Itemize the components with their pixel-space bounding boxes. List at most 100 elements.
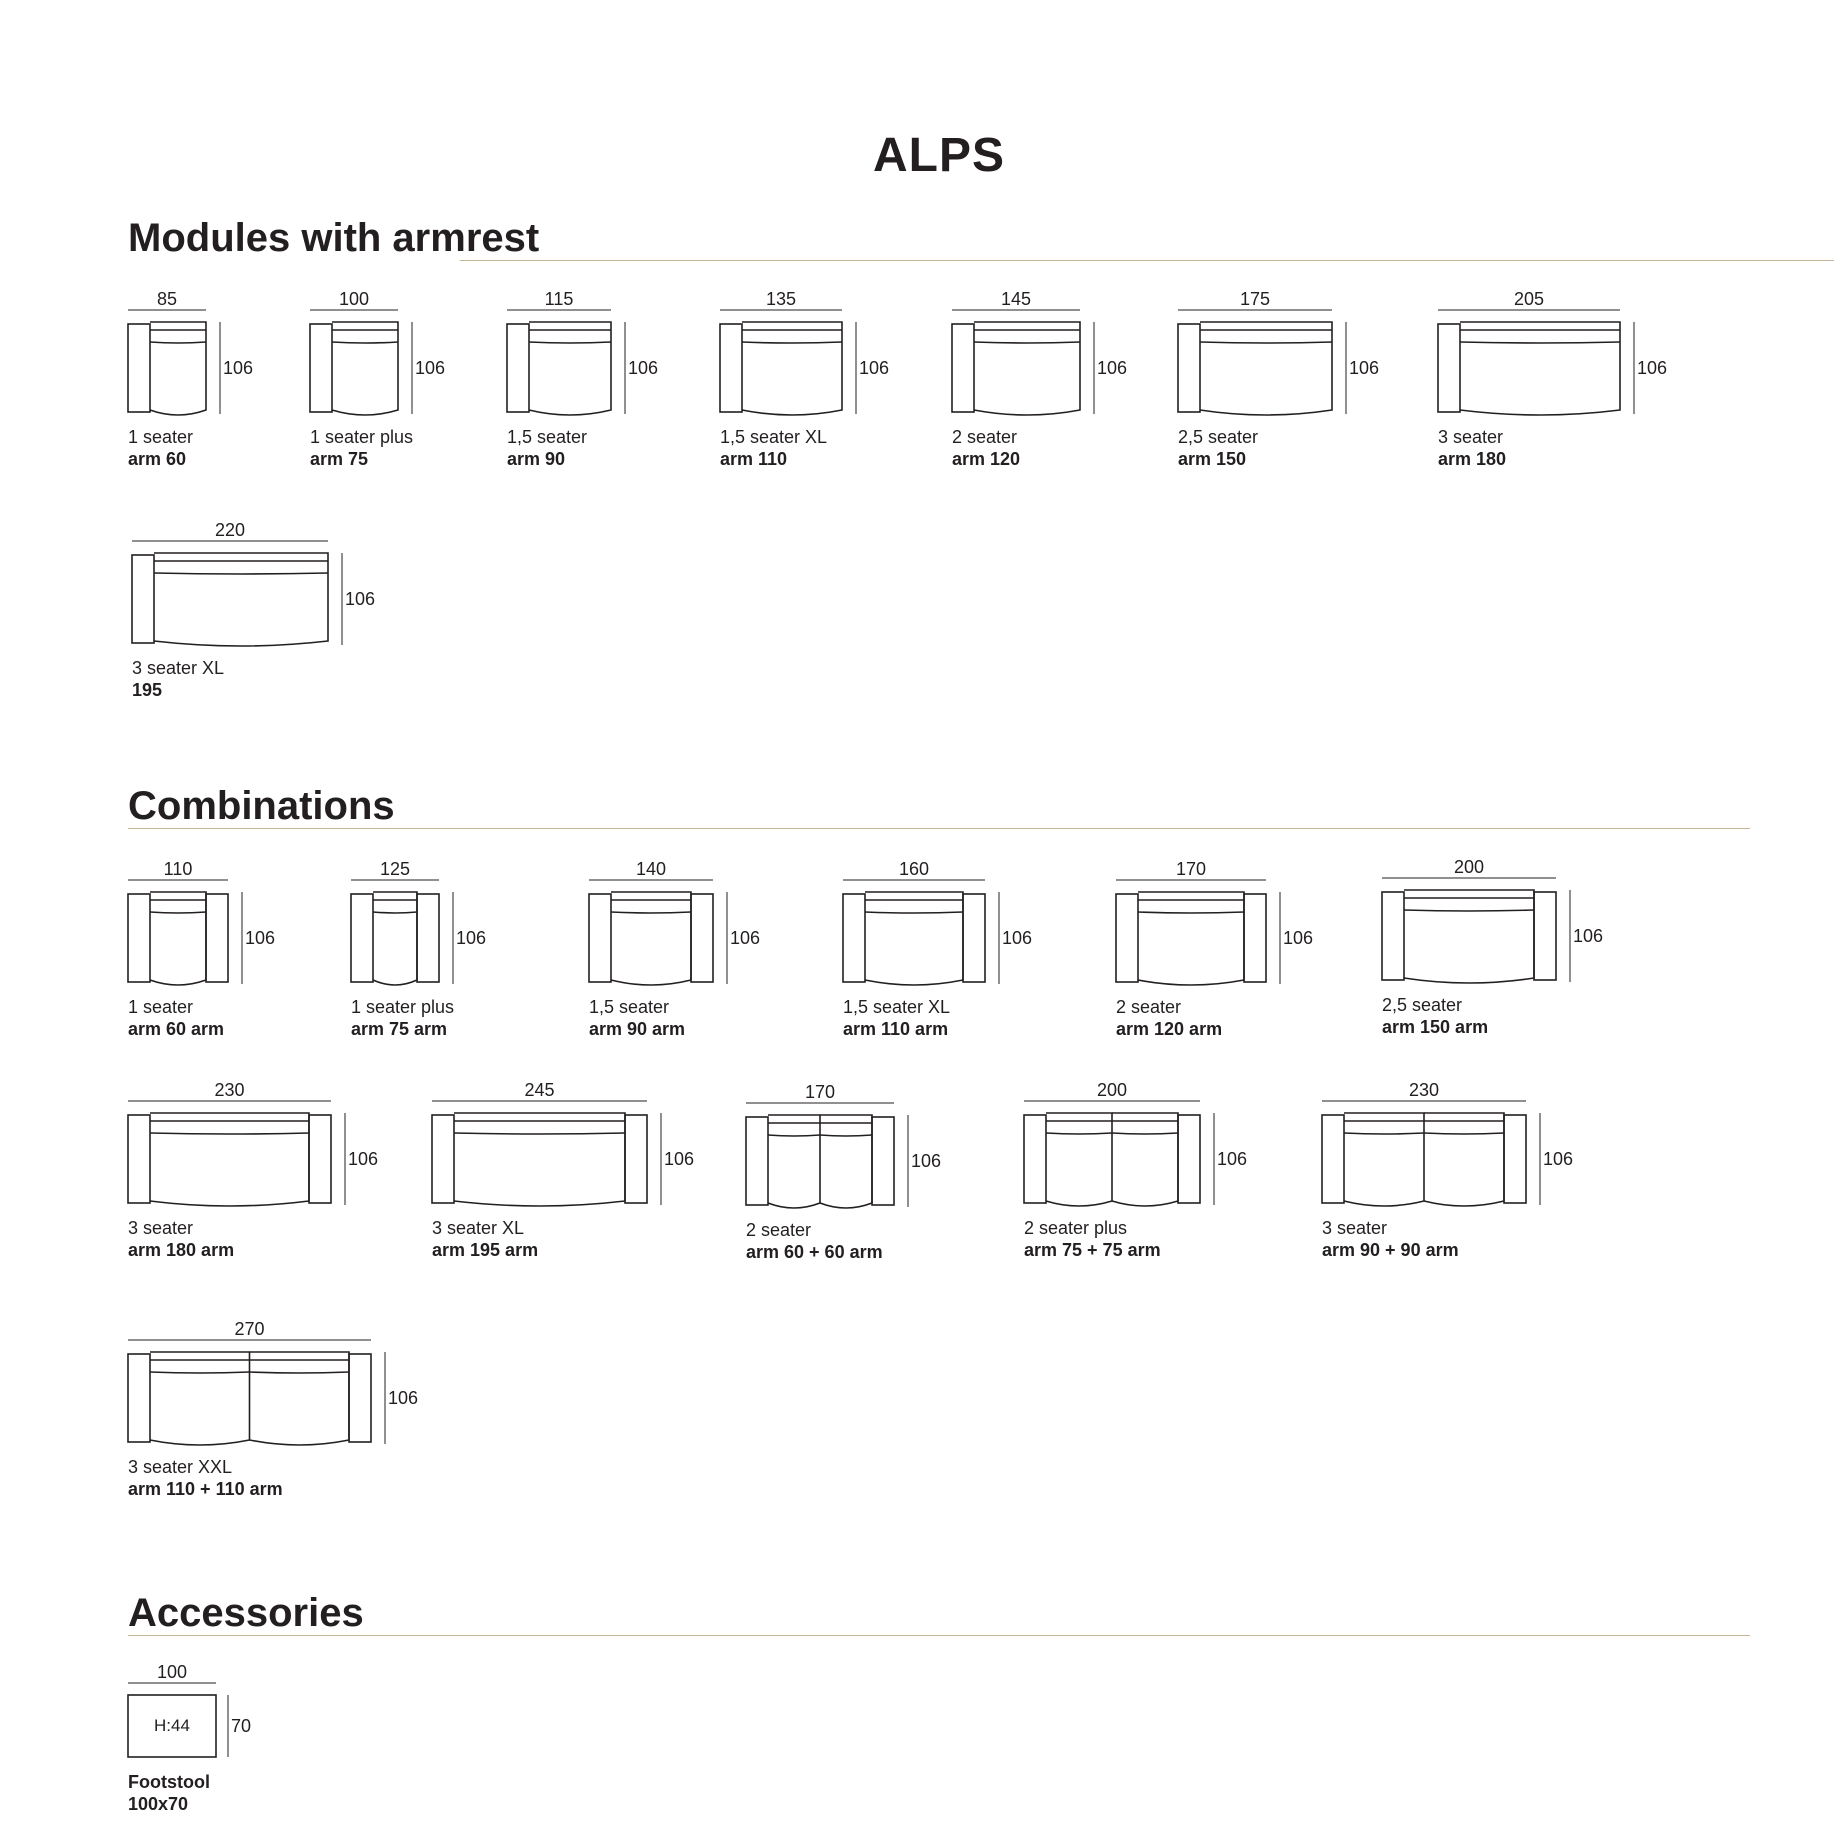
backrest-shape	[149, 329, 207, 344]
left-arm-shape	[719, 323, 743, 413]
width-label: 135	[765, 289, 797, 309]
backrest-shape	[1111, 1120, 1179, 1135]
sofa-outline	[127, 1100, 346, 1207]
sofa-outline	[127, 1339, 386, 1446]
sofa-outline	[1023, 1100, 1215, 1207]
seat-shape	[1111, 1112, 1179, 1207]
module-spec: arm 120 arm	[1116, 1019, 1223, 1039]
width-label: 100	[156, 1662, 188, 1682]
module-name: 2 seater	[1116, 997, 1182, 1017]
width-label: 170	[804, 1082, 836, 1102]
depth-label: 106	[1349, 358, 1380, 378]
backrest-shape	[819, 1122, 873, 1137]
footstool-name: Footstool	[128, 1772, 210, 1792]
backrest-shape	[610, 899, 692, 914]
backrest-shape	[528, 329, 612, 344]
left-arm-shape	[842, 893, 866, 983]
left-arm-shape	[1115, 893, 1139, 983]
module-name: 1 seater	[128, 427, 194, 447]
depth-label: 106	[223, 358, 254, 378]
sofa-outline	[1115, 879, 1281, 986]
module-spec: arm 75	[310, 449, 369, 469]
right-arm-shape	[1503, 1114, 1527, 1204]
seat-shape	[864, 891, 964, 986]
backrest-shape	[331, 329, 399, 344]
seat-shape	[819, 1114, 873, 1209]
backrest-shape	[1459, 329, 1621, 344]
seat-shape	[249, 1351, 350, 1446]
width-label: 160	[898, 859, 930, 879]
seat-shape	[1423, 1112, 1505, 1207]
sofa-outline	[719, 309, 857, 416]
module-name: 2 seater	[746, 1220, 812, 1240]
left-arm-shape	[127, 1114, 151, 1204]
backrest-shape	[149, 1120, 310, 1135]
depth-label: 106	[348, 1149, 379, 1169]
section-title-accessories: Accessories	[128, 1591, 364, 1635]
seat-shape	[1403, 889, 1535, 984]
backrest-shape	[741, 329, 843, 344]
backrest-shape	[1045, 1120, 1113, 1135]
seat-shape	[1137, 891, 1245, 986]
left-arm-shape	[1177, 323, 1201, 413]
module-spec: arm 75 + 75 arm	[1024, 1240, 1161, 1260]
left-arm-shape	[506, 323, 530, 413]
depth-label: 106	[1002, 928, 1033, 948]
module-spec: arm 110 arm	[843, 1019, 949, 1039]
module-spec: 195	[132, 680, 163, 700]
seat-shape	[973, 321, 1081, 416]
right-arm-shape	[416, 893, 440, 983]
footstool-size: 100x70	[128, 1794, 189, 1814]
sofa-outline	[431, 1100, 662, 1207]
sofa-outline	[951, 309, 1095, 416]
left-arm-shape	[350, 893, 374, 983]
sofa-outline	[1437, 309, 1635, 416]
left-arm-shape	[1321, 1114, 1345, 1204]
left-arm-shape	[588, 893, 612, 983]
depth-label: 106	[628, 358, 659, 378]
width-label: 175	[1239, 289, 1271, 309]
module-name: 2,5 seater	[1178, 427, 1259, 447]
backrest-shape	[149, 1359, 250, 1374]
depth-label: 106	[345, 589, 376, 609]
backrest-shape	[1403, 897, 1535, 912]
left-arm-shape	[1381, 891, 1405, 981]
sofa-outline	[131, 540, 343, 647]
module-spec: arm 150	[1178, 449, 1247, 469]
seat-shape	[1459, 321, 1621, 416]
sofa-outline	[1321, 1100, 1541, 1207]
backrest-shape	[453, 1120, 626, 1135]
depth-label: 106	[388, 1388, 419, 1408]
module-spec: arm 90 + 90 arm	[1322, 1240, 1459, 1260]
seat-shape	[149, 1351, 251, 1446]
backrest-shape	[149, 899, 207, 914]
seat-shape	[741, 321, 843, 416]
module-name: 3 seater XXL	[128, 1457, 233, 1477]
width-label: 200	[1453, 857, 1485, 877]
width-label: 100	[338, 289, 370, 309]
backrest-shape	[372, 899, 418, 914]
width-label: 200	[1096, 1080, 1128, 1100]
width-label: 230	[1408, 1080, 1440, 1100]
width-label: 85	[156, 289, 178, 309]
left-arm-shape	[127, 893, 151, 983]
width-label: 230	[214, 1080, 245, 1100]
module-name: 2,5 seater	[1382, 995, 1463, 1015]
width-label: 170	[1175, 859, 1207, 879]
right-arm-shape	[348, 1353, 372, 1443]
module-name: 1,5 seater	[507, 427, 588, 447]
depth-label: 106	[1283, 928, 1314, 948]
seat-shape	[331, 321, 399, 416]
